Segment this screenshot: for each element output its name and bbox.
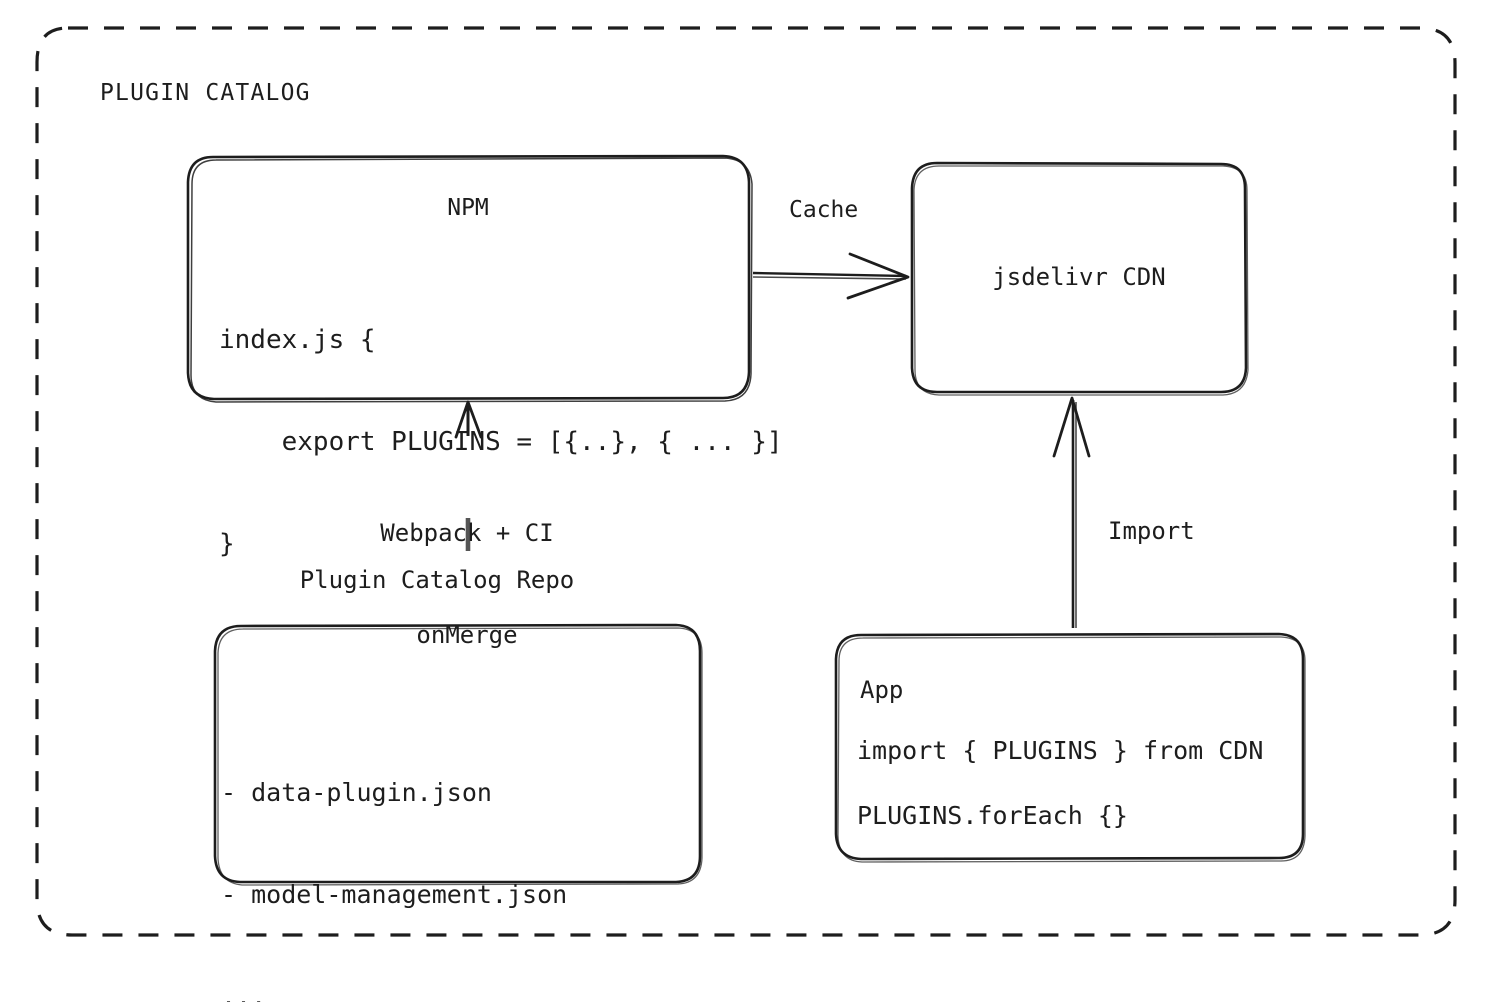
edge-app-to-cdn [1052,396,1091,628]
node-npm-code-line: export PLUGINS = [{..}, { ... }] [219,427,783,457]
node-repo-caption: Plugin Catalog Repo [299,566,575,594]
node-app-shape[interactable] [834,632,1306,863]
node-npm-code-line: } [219,529,235,559]
edge-label-import: Import [1108,517,1195,545]
node-repo-file-item: - model-management.json [221,880,568,909]
node-cdn-shape[interactable] [910,161,1249,396]
node-repo-file-item: - data-plugin.json [221,778,492,807]
edge-repo-to-npm [454,400,483,551]
edge-label-webpack-ci: Webpack + CI onMerge [287,448,647,720]
node-repo-shape[interactable] [213,623,703,886]
node-app-code-line2: PLUGINS.forEach {} [857,801,1128,830]
node-app-title: App [860,676,904,704]
group-title-plugin-catalog: PLUGIN CATALOG [100,80,311,106]
node-repo-file-item: ... [221,982,267,1002]
node-npm-title: NPM [447,195,489,221]
edge-label-cache: Cache [789,197,859,223]
node-app-code-line1: import { PLUGINS } from CDN [857,736,1264,765]
edge-label-webpack-ci-line2: onMerge [416,621,518,649]
node-npm-code-line: index.js { [219,325,376,355]
node-npm-shape[interactable] [186,154,753,403]
node-npm-code: index.js { export PLUGINS = [{..}, { ...… [219,255,783,629]
edge-npm-to-cdn [752,252,910,300]
edge-label-webpack-ci-line1: Webpack + CI [380,519,554,547]
node-repo-file-list: - data-plugin.json - model-management.js… [221,708,567,1002]
node-cdn-title: jsdelivr CDN [992,263,1166,291]
